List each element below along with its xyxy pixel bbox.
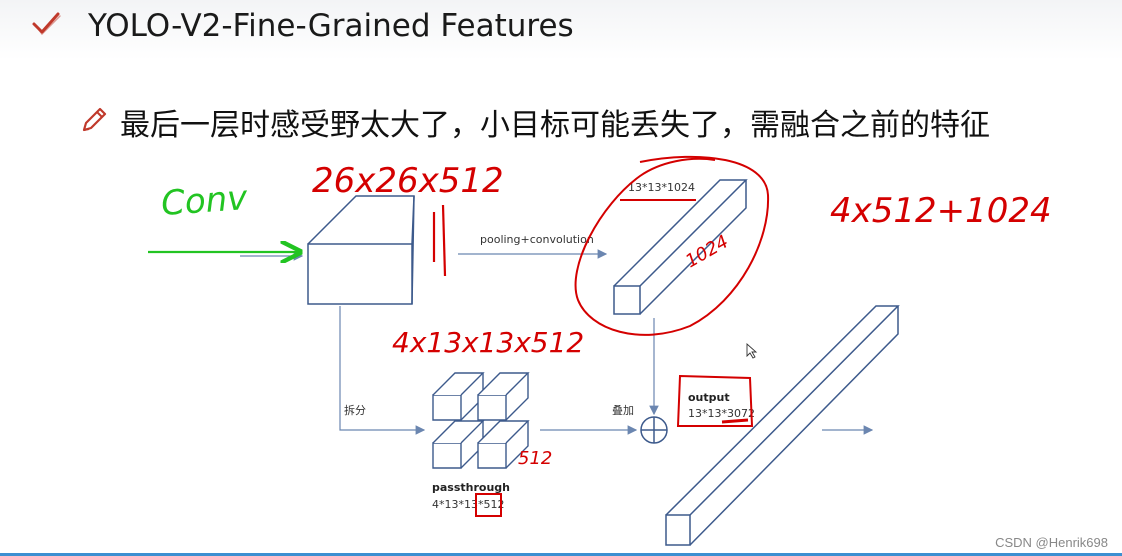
red-circle-annotation	[574, 155, 770, 336]
slide-title: YOLO-V2-Fine-Grained Features	[88, 8, 574, 44]
passthrough-cube-4	[477, 420, 530, 469]
title-bar-background	[0, 0, 1122, 60]
red-input-dims-annotation: 26x26x512	[312, 161, 504, 201]
passthrough-cube-1	[432, 372, 485, 421]
split-label: 拆分	[344, 403, 366, 417]
pencil-icon	[78, 104, 110, 140]
stack-label: 叠加	[612, 404, 634, 417]
mouse-cursor-icon	[746, 342, 758, 359]
red-underline-output	[721, 418, 749, 424]
input-feature-cube	[307, 195, 415, 305]
passthrough-dims: 4*13*13*512	[432, 498, 505, 511]
slide-title-row: YOLO-V2-Fine-Grained Features	[30, 6, 574, 46]
bottom-accent-bar	[0, 553, 1122, 556]
output-dims: 13*13*3072	[688, 407, 755, 420]
split-arrow	[339, 306, 426, 435]
concat-plus-icon	[640, 416, 668, 444]
red-formula-annotation: 4x512+1024	[830, 191, 1052, 231]
passthrough-cubes	[432, 372, 530, 469]
top-feature-bar	[613, 179, 748, 315]
passthrough-cube-2	[477, 372, 530, 421]
bullet-point: 最后一层时感受野太大了，小目标可能丢失了，需融合之前的特征	[78, 100, 990, 144]
output-feature-bar	[665, 305, 900, 546]
passthrough-cube-3	[432, 420, 485, 469]
red-512-annotation: 512	[518, 448, 552, 469]
top-output-label: 13*13*1024	[628, 181, 695, 194]
output-title: output	[688, 391, 730, 404]
bullet-text: 最后一层时感受野太大了，小目标可能丢失了，需融合之前的特征	[120, 108, 990, 143]
red-equals-mark	[432, 204, 447, 277]
red-box-passthrough	[475, 493, 502, 517]
check-icon	[30, 10, 62, 42]
green-conv-annotation: Conv	[160, 178, 250, 224]
csdn-watermark: CSDN @Henrik698	[995, 535, 1108, 550]
red-passthrough-dims-annotation: 4x13x13x512	[392, 326, 584, 359]
red-box-output	[676, 374, 754, 427]
passthrough-title: passthrough	[432, 481, 510, 494]
pooling-label: pooling+convolution	[480, 233, 594, 246]
